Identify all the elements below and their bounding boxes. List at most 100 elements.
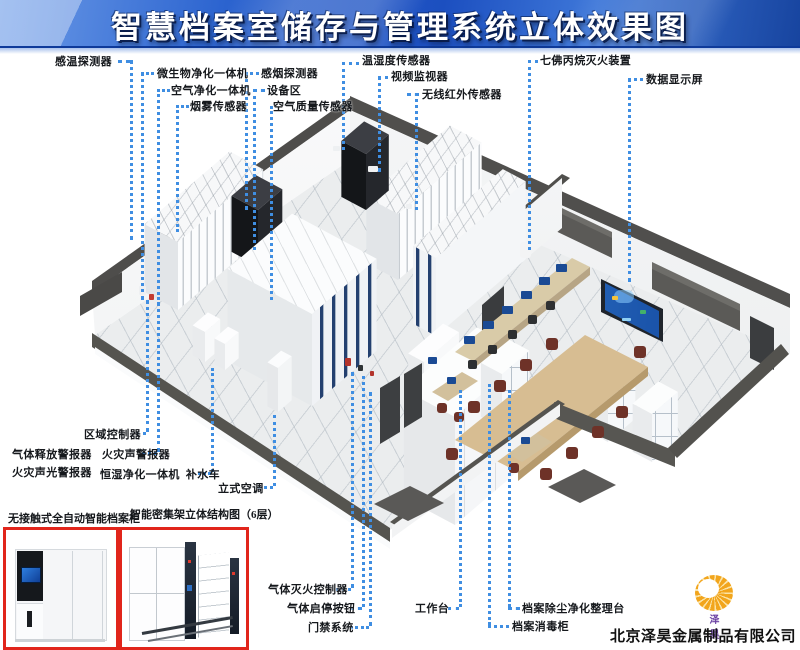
label-compact-shelving-structure: 智能密集架立体结构图（6层） [130,509,279,521]
leader-line [628,78,643,81]
desk-monitor [521,291,532,299]
leader-line [415,93,418,210]
cabinet-base [15,639,105,642]
leader-line [350,607,362,610]
leader-line [448,607,459,610]
product-photo-smart-cabinet [3,527,119,650]
screen-widget [612,296,618,300]
leader-line [350,626,369,629]
meeting-chair [566,447,578,459]
label-air-purifier: 空气净化一体机 [171,85,251,97]
meeting-chair [634,346,646,358]
label-fire-sound-light-alarm: 火灾声光警报器 [12,467,92,479]
label-humidity-purifier: 恒湿净化一体机 [100,469,180,481]
label-water-cart: 补水车 [185,469,221,481]
screen-widget [640,310,646,314]
leader-line [142,452,157,455]
desk-monitor [464,336,475,344]
label-archive-sterilizer-cabinet: 档案消毒柜 [512,621,569,633]
leader-line [253,89,265,92]
cabinet-touch-screen [21,567,41,583]
meeting-chair [616,406,628,418]
desk-monitor [502,306,513,314]
product-photo-compact-shelving [119,527,249,650]
camera-device [368,166,378,172]
leader-line [157,89,170,92]
meeting-chair [592,426,604,438]
meeting-chair [520,359,532,371]
label-temperature-detector: 感温探测器 [55,56,112,68]
label-data-display-screen: 数据显示屏 [646,74,703,86]
label-gas-release-alarm: 气体释放警报器 [12,449,92,461]
fire-extinguisher-device [520,242,531,258]
leader-line [378,76,388,79]
sensor-device [333,146,340,151]
column-screen [187,585,192,591]
label-zone-controller: 区域控制器 [84,429,141,441]
indicator-light [188,560,191,563]
work-chair [437,403,447,413]
leader-line [342,62,359,65]
meeting-chair [446,448,458,460]
meeting-chair [468,401,480,413]
cabinet-doors [43,551,105,639]
screen-glow [614,290,634,303]
leader-line [273,415,276,486]
logo-crescent [698,579,719,598]
banner-fade [0,48,800,54]
leader-line [141,72,154,75]
leader-line [130,60,133,240]
title-banner [0,0,800,48]
leader-line [146,300,149,432]
label-vertical-ac: 立式空调 [218,483,264,495]
leader-line [258,486,273,489]
office-chair [468,360,477,369]
label-smoke-detector: 感烟探测器 [261,68,318,80]
desk-monitor [539,277,550,285]
label-row-alarms: 气体释放警报器 火灾声警报器 [12,446,170,462]
company-logo-icon [695,575,733,611]
label-archive-dedusting-table: 档案除尘净化整理台 [522,603,625,615]
label-microbial-purifier: 微生物净化一体机 [157,68,249,80]
label-air-quality-sensor: 空气质量传感器 [273,101,353,113]
label-video-monitor: 视频监视器 [391,71,448,83]
leader-line [336,588,351,591]
leader-line [369,392,372,626]
desk-monitor [483,321,494,329]
leader-line [245,72,259,75]
work-chair [509,463,519,473]
page-title: 智慧档案室储存与管理系统立体效果图 [111,10,689,45]
leader-line [270,106,273,300]
leader-line [351,372,354,588]
label-equipment-area: 设备区 [267,85,302,97]
shelving-open-frame [198,552,229,638]
desk-monitor [447,377,456,384]
label-wireless-infrared-sensor: 无线红外传感器 [422,89,502,101]
leader-line [157,89,160,300]
leader-line [488,625,509,628]
sensor-device [406,204,412,209]
meeting-chair [494,380,506,392]
leader-line [407,93,419,96]
meeting-chair [546,338,558,350]
leader-line [528,60,531,250]
alarm-device [149,294,154,300]
office-chair [508,330,517,339]
leader-line [176,105,189,108]
label-fire-sound-alarm: 火灾声警报器 [101,449,171,461]
label-gas-start-stop-button: 气体启停按钮 [287,603,356,615]
desk-monitor [556,264,567,272]
screen-widget [622,318,631,321]
leader-line [176,105,179,232]
label-contactless-smart-cabinet: 无接触式全自动智能档案柜 [8,513,140,525]
